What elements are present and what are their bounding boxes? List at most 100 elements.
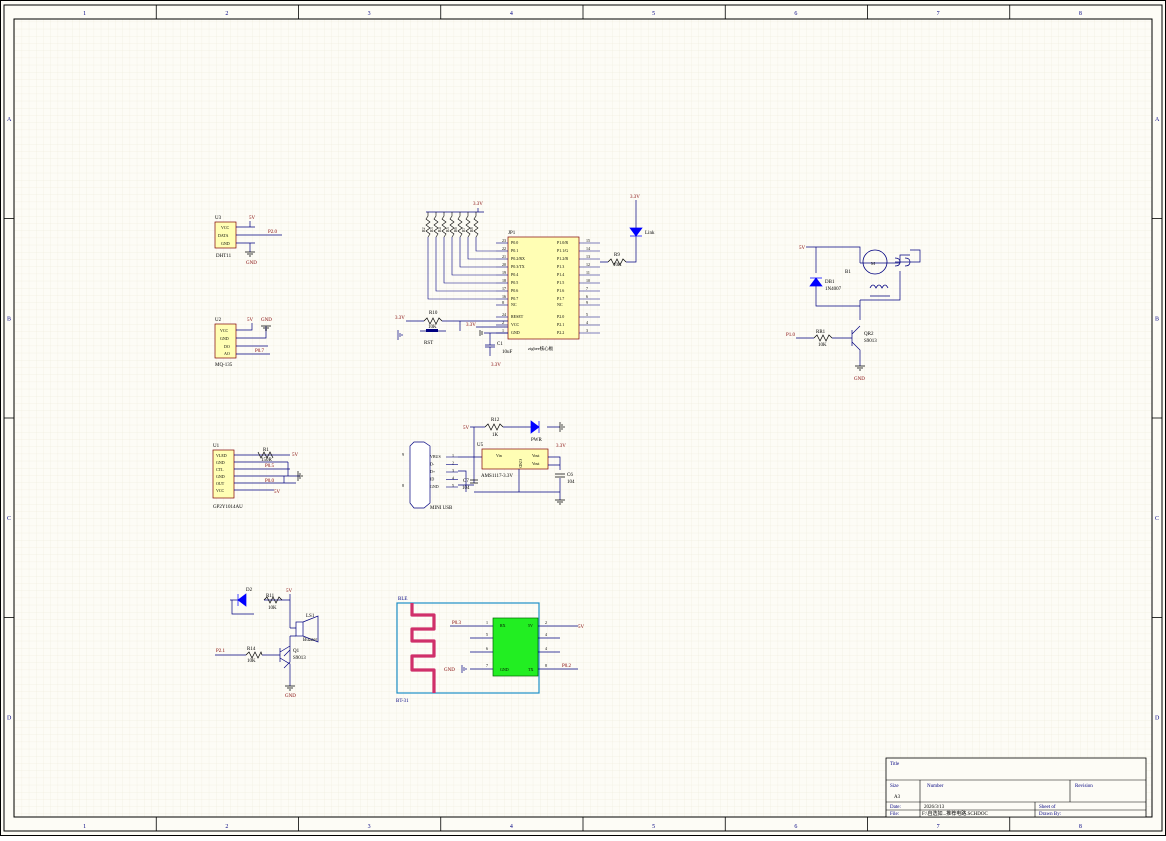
usb-pin: D- (430, 462, 435, 467)
dht11-pin-data: DATA (218, 233, 228, 238)
usb-pin-num: 1 (452, 453, 454, 458)
usb-connector (409, 441, 431, 509)
motor-net-p10: P1.0 (786, 333, 796, 338)
mq135-pin-do: DO (224, 344, 230, 349)
reset-button-label: RST (424, 341, 433, 346)
zigbee-right-pin: P1.6 (557, 288, 564, 293)
zigbee-left-pin-num: 20 (502, 262, 506, 267)
buzzer-ls-ref: LS1 (306, 614, 315, 619)
zigbee-right-pin: P1.5 (557, 280, 564, 285)
usb-pin-num: 5 (452, 483, 454, 488)
link-net-33: 3.3V (630, 195, 640, 200)
zigbee-right-pin-num: 3 (586, 328, 588, 333)
buzzer-q-ref: Q1 (293, 649, 300, 654)
zigbee-left-pin-num: 23 (502, 238, 506, 243)
dht11-ref: U3 (215, 216, 222, 221)
tb-date-value: 2026/3/13 (924, 805, 945, 810)
ble-pin-num: 2 (545, 620, 547, 625)
tb-drawn-label: Drawn By: (1039, 812, 1061, 817)
reg-pin-vout: Vout (532, 453, 540, 458)
r11-val: 10K (268, 606, 277, 611)
pullup-ref: R7 (461, 227, 466, 232)
zigbee-right-pin-num: 12 (586, 262, 590, 267)
dust-r-val: 150R (261, 458, 273, 463)
zigbee-left-pin-num: 16 (502, 294, 506, 299)
pullup-ref: R3 (429, 227, 434, 232)
tb-file-value: F:\自选如...推荐电路.SCHDOC (922, 810, 989, 817)
zigbee-right-pin-num: 7 (586, 286, 588, 291)
zigbee-left-pin: P0.7 (511, 296, 518, 301)
c1-net: 3.3V (491, 363, 501, 368)
drawing-area (13, 18, 1153, 818)
zigbee-right-pin-num: 15 (586, 238, 590, 243)
row-marker-right: A (1155, 117, 1160, 123)
reg-name: AMS1117-3.3V (481, 474, 513, 479)
motor-net-gnd: GND (854, 377, 865, 382)
column-marker-top: 1 (83, 11, 86, 17)
zigbee-left-pin: P0.1 (511, 248, 518, 253)
dust-pin: GND (216, 460, 225, 465)
dust-r-ref: R1 (263, 448, 269, 453)
dust-pin: VCC (216, 488, 225, 493)
dht11-name: DHT11 (216, 254, 232, 259)
zigbee-left-pin: P0.5 (511, 280, 518, 285)
zigbee-left-pin-num: 21 (502, 254, 506, 259)
ble-pin-rx: RX (500, 623, 506, 628)
dust-net-vcc: 5V (274, 490, 281, 495)
zigbee-left-pin-num: 1 (502, 328, 504, 333)
ble-net-p02: P0.2 (562, 664, 572, 669)
ble-net-5v: 5V (578, 625, 585, 630)
reg-pin-vin: Vin (496, 453, 502, 458)
buzzer-name: Buzzer (303, 638, 317, 643)
zigbee-ref: JP1 (508, 231, 516, 236)
column-marker-top: 6 (794, 11, 797, 17)
row-marker-left: D (7, 715, 12, 721)
zigbee-pullup-net: 3.3V (473, 202, 483, 207)
zigbee-core-block: JP1 zigbee核心板 P0.023P0.122P0.2/RX21P0.3/… (395, 202, 600, 368)
dht11-net-p20: P2.0 (268, 230, 278, 235)
pwr-r-val: 1K (492, 433, 499, 438)
link-r-val: 10K (613, 263, 622, 268)
usb-name: MINI USB (430, 506, 453, 511)
ble-pin-num: 4 (545, 646, 547, 651)
reset-r-ref: R10 (429, 311, 438, 316)
zigbee-left-pin-num: 8 (502, 300, 504, 305)
motor-r-val: 10K (818, 343, 827, 348)
pullup-ref: R5 (445, 227, 450, 232)
zigbee-right-pin: P2.0 (557, 314, 564, 319)
dust-ref: U1 (213, 444, 220, 449)
column-marker-bottom: 5 (652, 824, 655, 830)
column-marker-top: 5 (652, 11, 655, 17)
ble-pin-num: 7 (486, 663, 488, 668)
c7-ref: C7 (463, 479, 469, 484)
c1-val: 10uF (502, 350, 513, 355)
pwr-r-ref: R12 (491, 418, 500, 423)
dust-pin: OUT (216, 481, 225, 486)
r14-ref: R14 (247, 647, 256, 652)
tb-title-label: Title (890, 762, 900, 767)
motor-r-ref: RR1 (816, 330, 826, 335)
zigbee-right-pin-num: 5 (586, 312, 588, 317)
link-r-ref: R9 (614, 253, 620, 258)
mq135-net-gnd: GND (261, 318, 272, 323)
tb-file-label: File: (890, 812, 899, 817)
r11-ref: R11 (266, 594, 275, 599)
zigbee-left-pin: RESET (511, 314, 524, 319)
reg-pin-gnd: GND (518, 459, 523, 468)
column-marker-top: 2 (225, 11, 228, 17)
dust-net-p05: P0.5 (265, 464, 275, 469)
row-marker-left: A (7, 117, 12, 123)
zigbee-left-pin: P0.4 (511, 272, 518, 277)
dust-pin: VLED (216, 453, 227, 458)
usb-pin: D+ (430, 469, 436, 474)
zigbee-right-pin-num: 4 (586, 320, 588, 325)
tb-sheet-label: Sheet of (1039, 805, 1056, 810)
zigbee-name: zigbee核心板 (528, 345, 554, 352)
dht11-block: U3 VCC DATA GND DHT11 5V P2.0 GND (214, 216, 282, 266)
zigbee-left-pin: VCC (511, 322, 520, 327)
zigbee-left-pin-num: 17 (502, 286, 506, 291)
